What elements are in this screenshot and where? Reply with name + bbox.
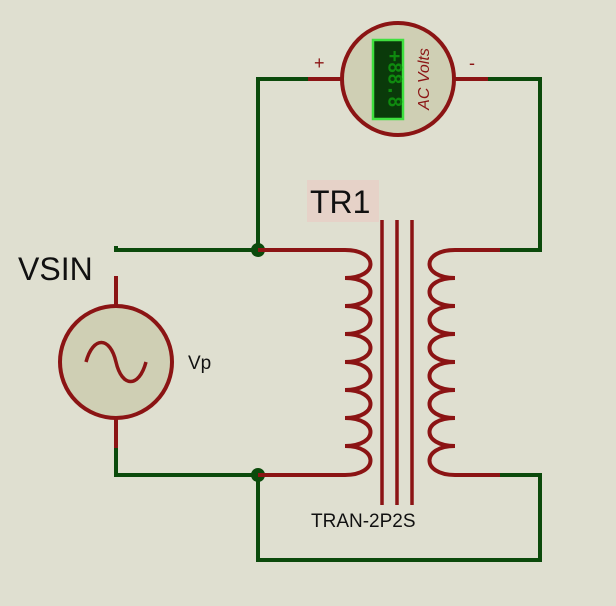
wires	[114, 77, 542, 562]
sine-wave-icon	[84, 340, 148, 384]
meter-reading: +88.8	[384, 50, 406, 107]
ac-voltage-source[interactable]	[58, 276, 174, 448]
source-name-label: VSIN	[18, 251, 93, 287]
wire-source-top[interactable]	[114, 246, 260, 252]
transformer-ref-label: TR1	[310, 184, 370, 220]
wire-source-bottom[interactable]	[114, 446, 260, 477]
transformer-model-label: TRAN-2P2S	[311, 511, 416, 532]
wire-return[interactable]	[256, 473, 542, 562]
transformer-ref-highlight	[307, 180, 379, 222]
meter-plus-terminal: +	[314, 53, 325, 73]
meter-minus-terminal: -	[469, 53, 475, 73]
meter-type-label: AC Volts	[416, 48, 433, 111]
wire-meter-positive[interactable]	[256, 77, 310, 252]
primary-coil	[344, 248, 373, 477]
secondary-coil	[427, 248, 456, 477]
meter-lcd-display	[371, 38, 405, 121]
ac-voltmeter[interactable]: +88.8 AC Volts	[308, 21, 488, 137]
wire-meter-negative[interactable]	[486, 77, 542, 252]
source-value-label: Vp	[188, 353, 211, 374]
transformer[interactable]	[258, 220, 500, 505]
